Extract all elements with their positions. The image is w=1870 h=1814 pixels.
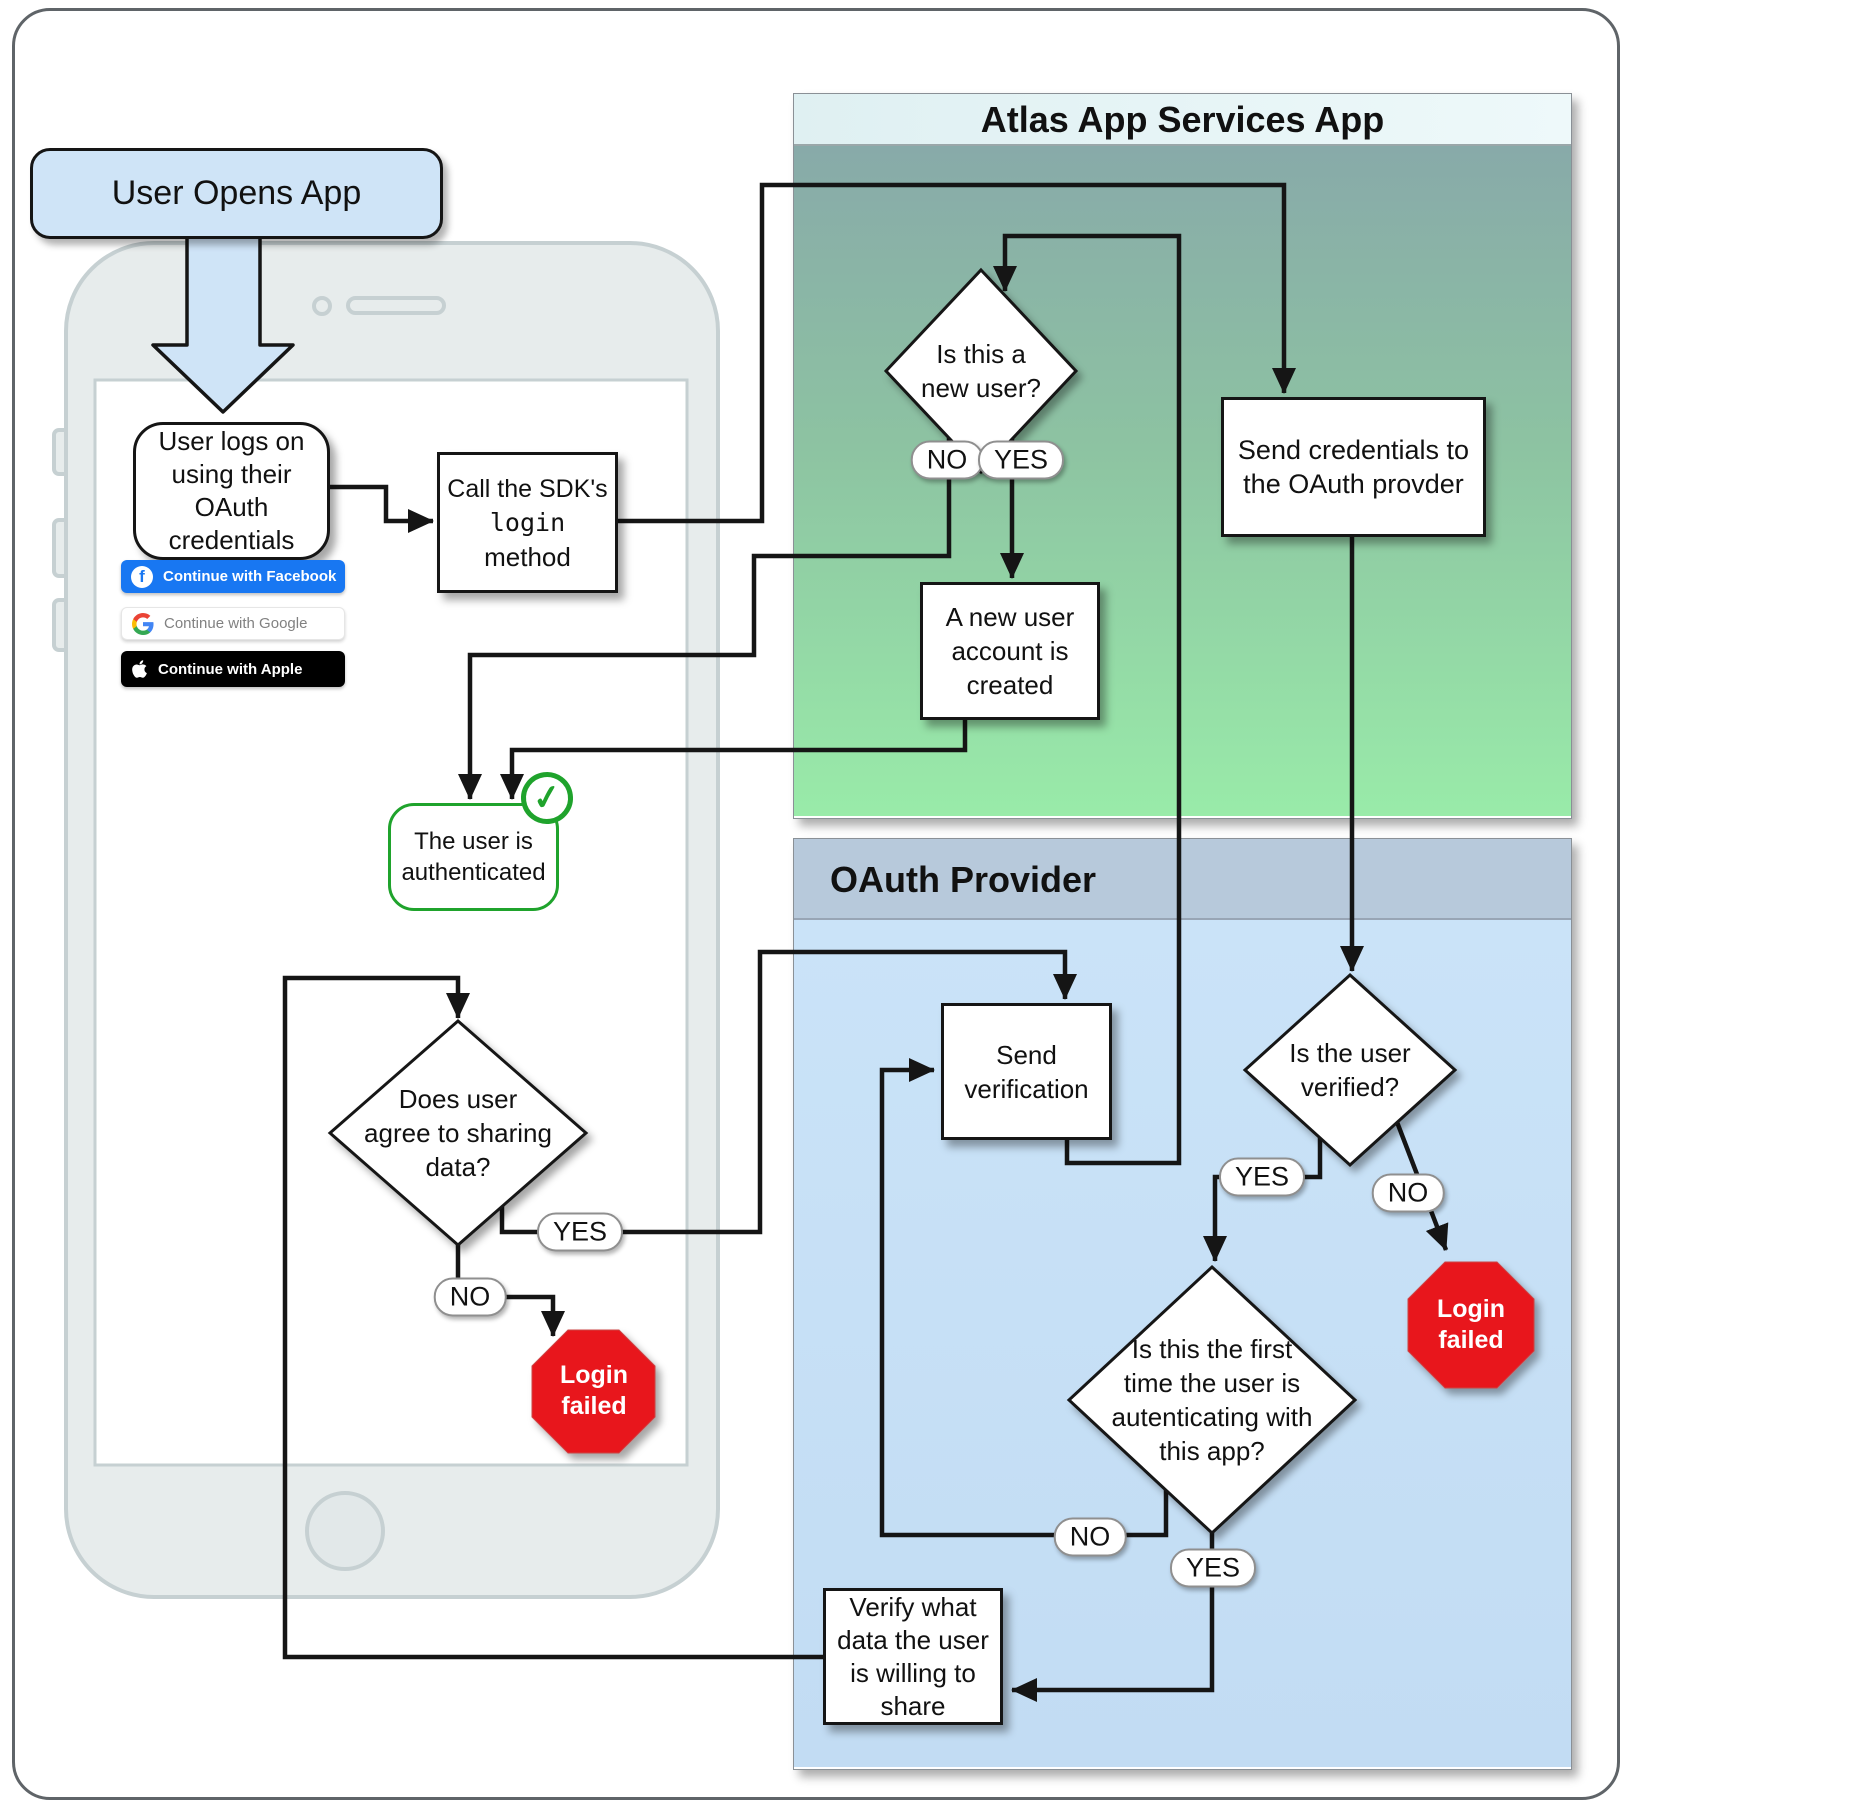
pill-new-user-no: NO (910, 440, 984, 480)
pill-verified-yes: YES (1218, 1157, 1306, 1197)
verify-data-box: Verify what data the user is willing to … (823, 1588, 1003, 1725)
new-account-line: account is (951, 636, 1069, 666)
oauth-panel-title: OAuth Provider (794, 839, 1571, 920)
new-account-line: created (966, 670, 1054, 700)
user-logs-on-line: OAuth (194, 492, 269, 522)
continue-with-google-button[interactable]: Continue with Google (121, 607, 345, 640)
user-logs-on-line: credentials (168, 525, 295, 555)
facebook-icon: f (131, 565, 153, 588)
verify-data-line: is willing to (850, 1657, 976, 1688)
figure-border (12, 8, 1620, 1800)
send-credentials-line: the OAuth provder (1243, 469, 1464, 499)
apple-icon (132, 660, 147, 678)
login-code-text: login (489, 507, 566, 537)
new-account-line: A new user (945, 602, 1075, 632)
new-account-box: A new user account is created (920, 582, 1100, 720)
pill-agree-no: NO (433, 1277, 507, 1317)
send-credentials-line: Send credentials to (1237, 435, 1470, 465)
send-credentials-box: Send credentials to the OAuth provder (1221, 397, 1486, 537)
call-sdk-line: method (484, 541, 571, 572)
authenticated-line: authenticated (401, 859, 546, 886)
authenticated-line: The user is (414, 828, 533, 855)
authenticated-box: The user is authenticated (388, 803, 559, 911)
facebook-button-label: Continue with Facebook (163, 568, 337, 585)
google-button-label: Continue with Google (164, 615, 308, 632)
verify-data-line: data the user (837, 1624, 989, 1655)
apple-button-label: Continue with Apple (158, 660, 303, 678)
pill-first-time-yes: YES (1169, 1548, 1257, 1588)
verify-data-line: Verify what (849, 1591, 977, 1622)
start-label: User Opens App (111, 174, 362, 212)
continue-with-facebook-button[interactable]: f Continue with Facebook (121, 560, 345, 593)
pill-agree-yes: YES (536, 1212, 624, 1252)
atlas-panel-title: Atlas App Services App (794, 94, 1571, 146)
continue-with-apple-button[interactable]: Continue with Apple (121, 651, 345, 687)
user-logs-on-line: using their (171, 459, 292, 489)
user-logs-on-box: User logs on using their OAuth credentia… (133, 422, 330, 560)
pill-first-time-no: NO (1053, 1517, 1127, 1557)
send-verification-line: Send (996, 1039, 1057, 1070)
pill-new-user-yes: YES (977, 440, 1065, 480)
user-logs-on-line: User logs on (158, 426, 305, 456)
pill-verified-no: NO (1371, 1173, 1445, 1213)
call-sdk-login-box: Call the SDK's login method (437, 452, 618, 593)
start-node: User Opens App (30, 148, 443, 239)
call-sdk-line: Call the SDK's (447, 474, 608, 503)
send-verification-line: verification (964, 1073, 1089, 1104)
send-verification-box: Send verification (941, 1003, 1112, 1140)
google-icon (132, 612, 154, 635)
verify-data-line: share (880, 1690, 946, 1721)
